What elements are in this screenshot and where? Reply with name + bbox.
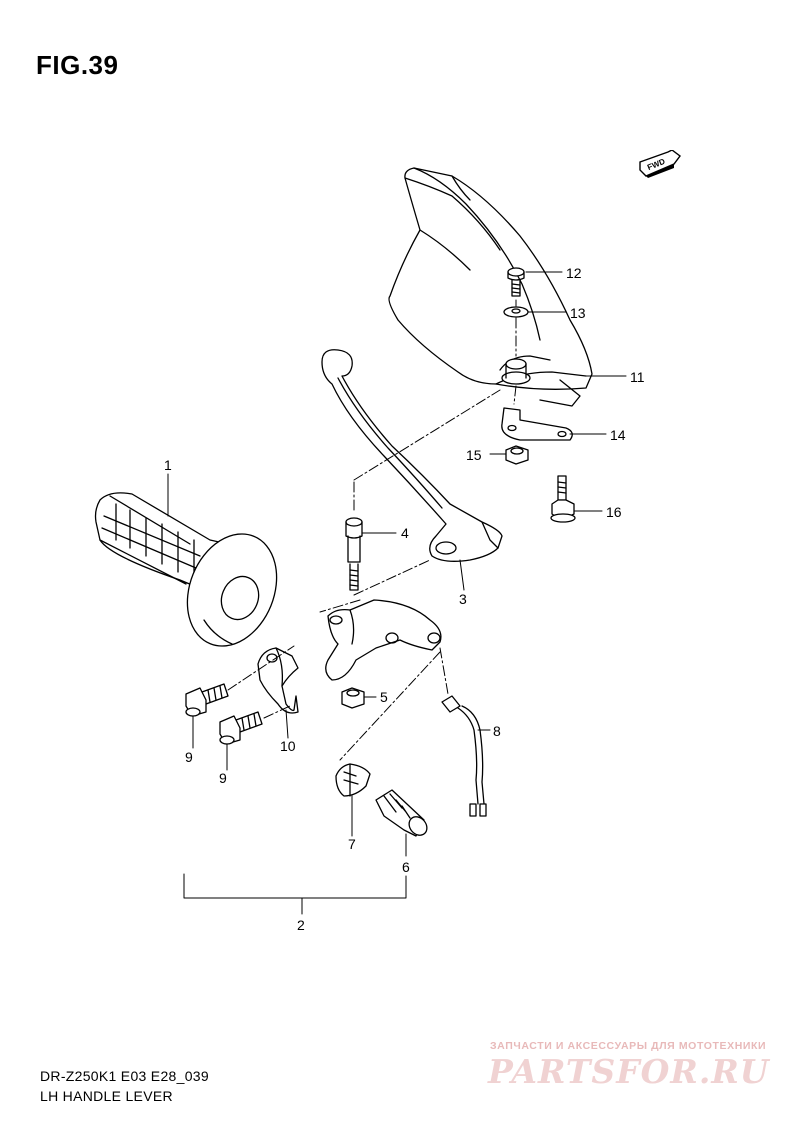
part-label-2: 2 (297, 917, 305, 933)
bolt-part-16 (550, 475, 576, 523)
clamp-part-10 (257, 647, 299, 714)
figure-title: FIG.39 (36, 50, 119, 80)
part-label-16: 16 (606, 504, 622, 520)
bracket-plate-part-14 (501, 407, 573, 441)
part-label-3: 3 (459, 591, 467, 607)
forward-arrow-icon (639, 150, 681, 177)
forward-direction-badge: FWD (639, 150, 681, 178)
part-label-4: 4 (401, 525, 409, 541)
screw-part-12 (507, 267, 525, 297)
alignment-lines (227, 299, 517, 761)
watermark-brand: PARTSFOR.RU (488, 1052, 770, 1091)
watermark-tagline: ЗАПЧАСТИ И АКСЕССУАРЫ ДЛЯ МОТОТЕХНИКИ (490, 1040, 767, 1052)
hand-guard-part-11 (388, 167, 593, 407)
section-name: LH HANDLE LEVER (40, 1088, 173, 1104)
part-label-8: 8 (493, 723, 501, 739)
washer-part-13 (503, 306, 529, 318)
adjuster-part-6 (375, 789, 428, 837)
switch-holder-part-7 (335, 763, 371, 797)
clutch-switch-part-8 (441, 695, 487, 817)
model-code: DR-Z250K1 E03 E28_039 (40, 1068, 209, 1084)
nut-part-15 (505, 445, 529, 465)
part-label-12: 12 (566, 265, 582, 281)
part-label-7: 7 (348, 836, 356, 852)
clamp-bolt-part-9-lower (219, 711, 263, 745)
clutch-lever-part-3 (321, 349, 503, 562)
part-label-9b: 9 (219, 770, 227, 786)
part-label-13: 13 (570, 305, 586, 321)
clamp-bolt-part-9-upper (185, 683, 229, 717)
part-label-5: 5 (380, 689, 388, 705)
part-label-1: 1 (164, 457, 172, 473)
part-label-15: 15 (466, 447, 482, 463)
pivot-bolt-part-4 (345, 517, 363, 591)
part-label-14: 14 (610, 427, 626, 443)
part-number-labels: 1 2 3 4 5 6 7 8 9 9 10 11 12 13 14 15 16 (164, 265, 645, 933)
part-label-6: 6 (402, 859, 410, 875)
leader-lines (167, 271, 627, 915)
part-label-10: 10 (280, 738, 296, 754)
lever-holder-part-2 (325, 599, 442, 681)
handlebar-grip-part-1 (94, 492, 278, 647)
part-label-11: 11 (630, 369, 645, 385)
holder-nut-part-5 (341, 687, 365, 709)
forward-arrow-shadow (646, 164, 674, 178)
part-label-9a: 9 (185, 749, 193, 765)
